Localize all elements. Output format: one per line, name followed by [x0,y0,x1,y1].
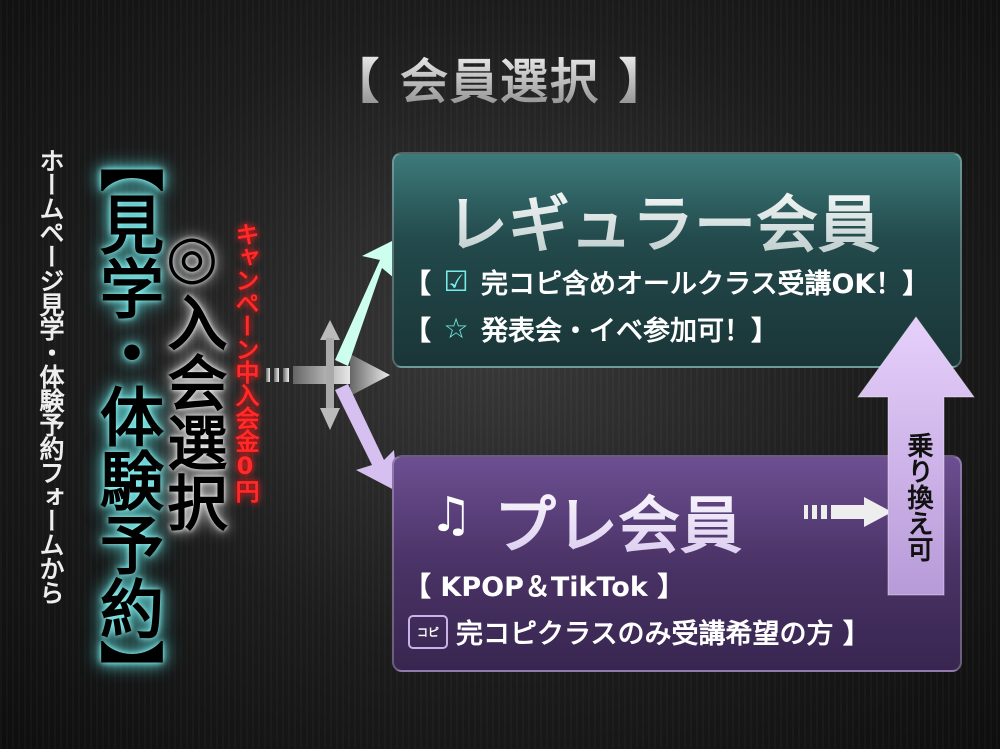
regular-member-card: レギュラー会員 【 ☑ 完コピ含めオールクラス受講OK！】 【 ☆ 発表会・イベ… [392,152,962,368]
feature-text: 発表会・イベ参加可！】 [481,316,778,347]
feature-text: 完コピ含めオールクラス受講OK！】 [481,269,930,300]
arrow-up-to-regular [335,238,398,366]
copy-icon: コピ [408,614,448,649]
arrow-down-to-pre [335,384,398,492]
dancer-icon: ♫ [429,487,473,543]
pre-member-card: ♫ プレ会員 【 KPOP＆TikTok 】 コピ 完コピクラスのみ受講希望の方… [392,455,962,672]
bracket: 【 [404,316,431,347]
page-title: 【 会員選択 】 [0,42,1000,112]
regular-feature-events: 【 ☆ 発表会・イベ参加可！】 [404,309,778,348]
feature-text: 完コピクラスのみ受講希望の方 】 [456,619,870,650]
enrollment-choice-label: ◎入会選択 [157,222,227,532]
checkbox-icon: ☑ [443,265,469,298]
switch-allowed-label: 乗り換え可 [903,432,933,562]
branch-arrows [266,238,398,492]
pre-member-title: プレ会員 [494,475,742,565]
bracket: 【 [404,269,431,300]
campaign-note: キャンペーン中入会金0円 [231,222,259,502]
sparkle-star-icon: ☆ [443,312,469,345]
switch-up-arrow [857,316,975,596]
pre-feature-kpop: 【 KPOP＆TikTok 】 [404,572,685,603]
home-form-note: ホームページ見学・体験予約フォームから [36,148,65,604]
regular-member-title: レギュラー会員 [446,174,880,264]
pre-feature-copy-class: コピ 完コピクラスのみ受講希望の方 】 [408,612,870,651]
dashed-arrow-right-icon [804,497,892,527]
tour-trial-booking-label: 【見学・体験予約】 [89,128,163,704]
regular-feature-all-classes: 【 ☑ 完コピ含めオールクラス受講OK！】 [404,262,929,301]
